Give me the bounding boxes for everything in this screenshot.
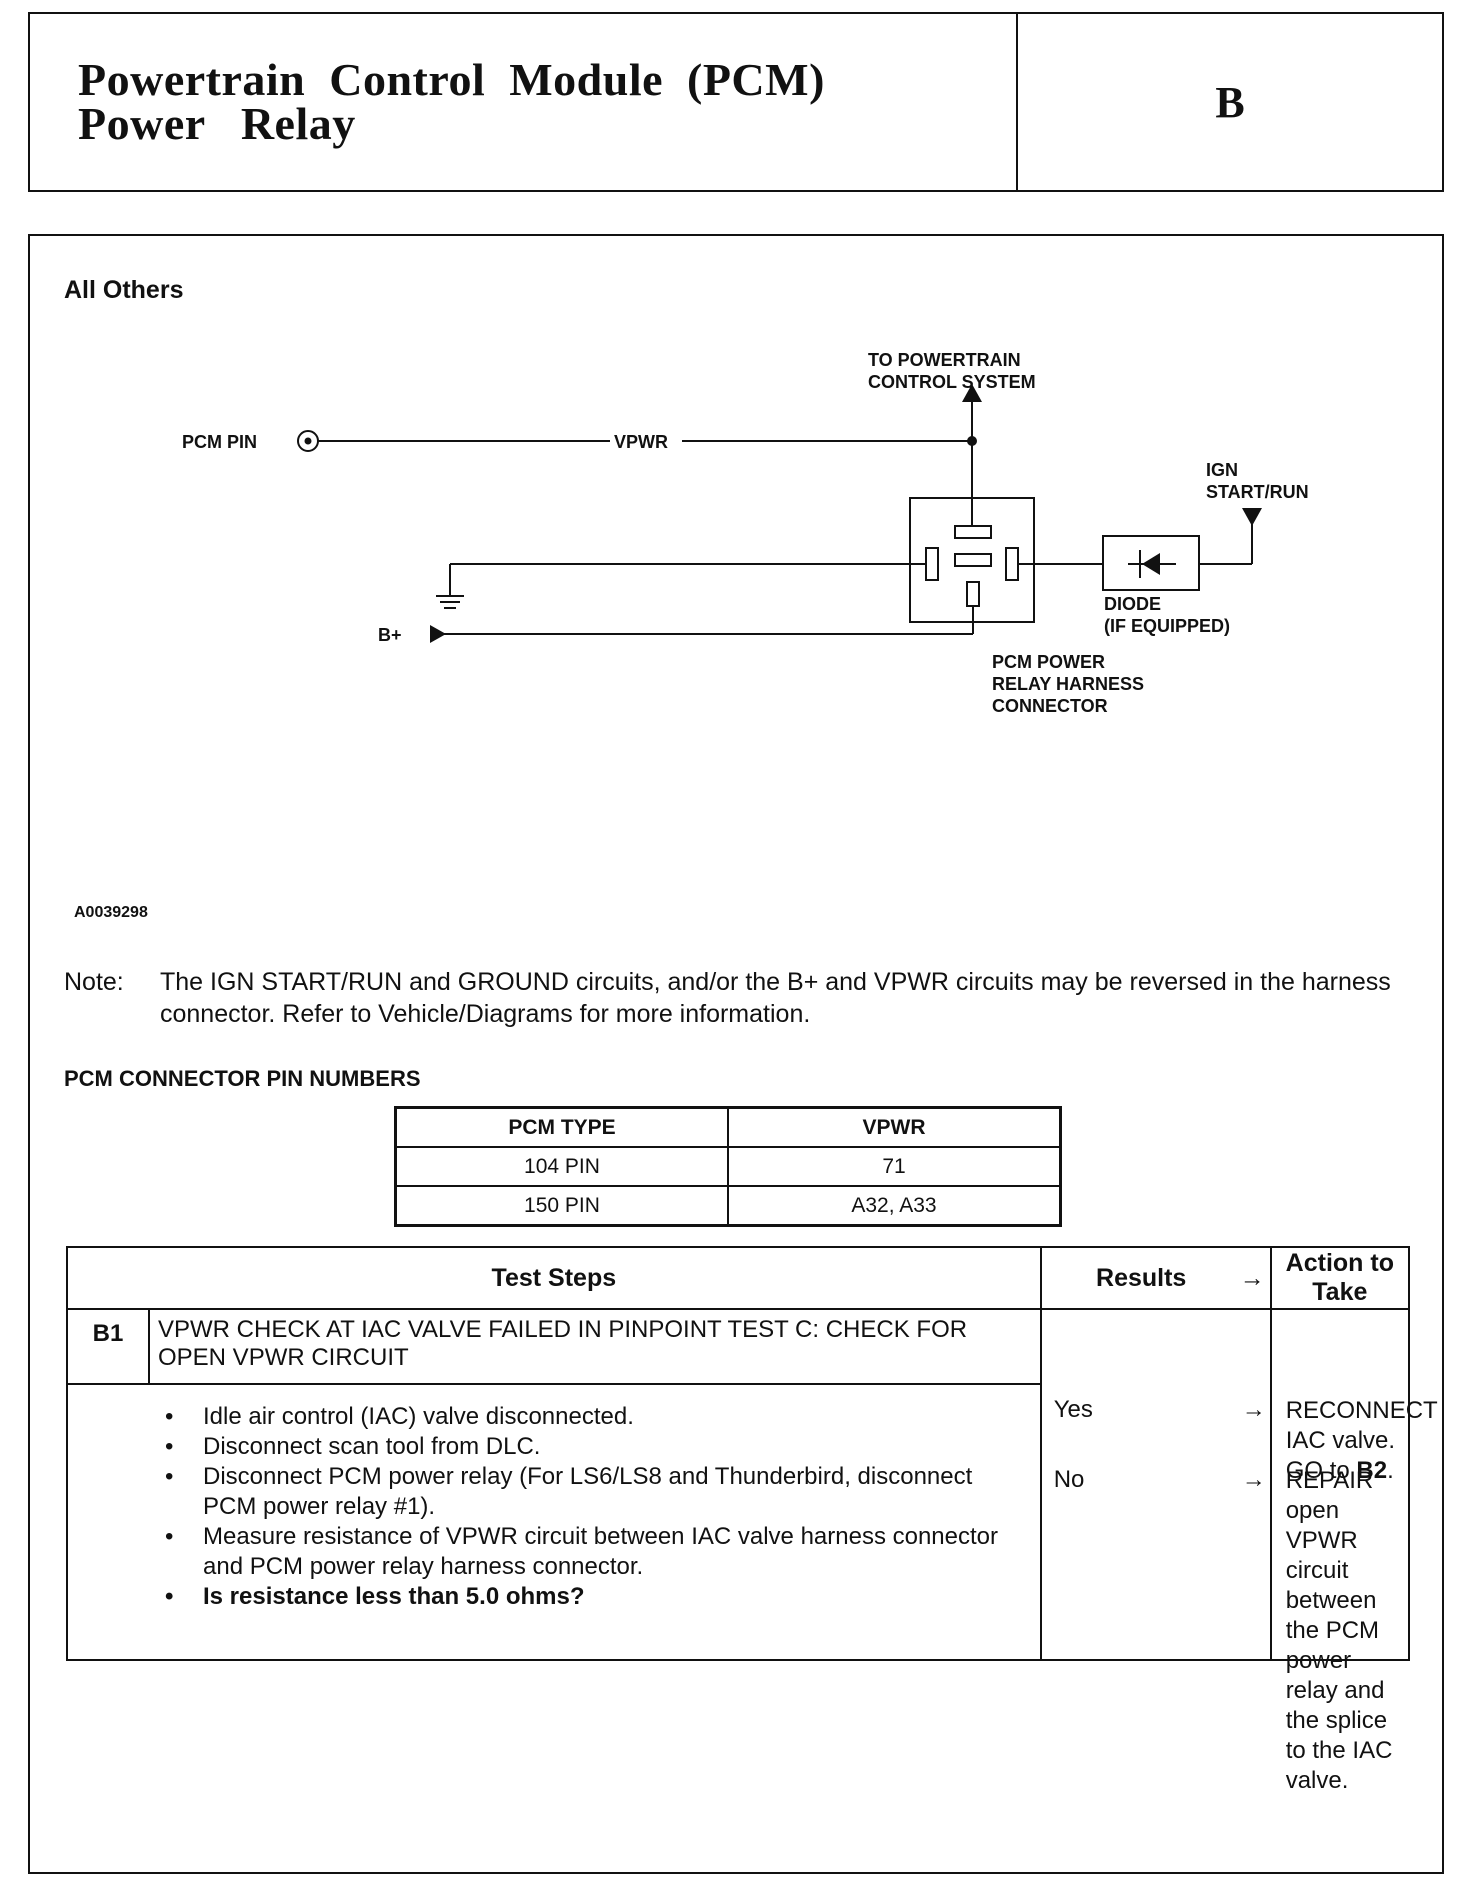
pin-cell: 104 PIN (394, 1146, 729, 1187)
label-if-equipped: (IF EQUIPPED) (1104, 616, 1230, 636)
label-diode: DIODE (1104, 594, 1161, 614)
action-yes: RECONNECT IAC valve. GO to B2. (1286, 1396, 1438, 1486)
header-test-steps: Test Steps (66, 1246, 1042, 1310)
diode-triangle-icon (1142, 553, 1160, 575)
label-to-powertrain: TO POWERTRAIN (868, 350, 1021, 370)
results-cell: Yes → No → (1039, 1308, 1272, 1661)
wiring-diagram: TO POWERTRAIN CONTROL SYSTEM PCM PIN VPW… (182, 350, 1309, 716)
label-relay-harness: RELAY HARNESS (992, 674, 1144, 694)
figure-id: A0039298 (74, 904, 148, 921)
title-cell: Powertrain Control Module (PCM) Power Re… (30, 14, 1018, 190)
label-ign: IGN (1206, 460, 1238, 480)
arrow-icon: → (1241, 1466, 1266, 1493)
list-item: Is resistance less than 5.0 ohms? (69, 1582, 1039, 1612)
step-title: VPWR CHECK AT IAC VALVE FAILED IN PINPOI… (148, 1308, 1042, 1385)
result-no: No (1053, 1466, 1085, 1493)
pin-cell: A32, A33 (727, 1185, 1062, 1227)
page-header: Powertrain Control Module (PCM) Power Re… (28, 12, 1444, 192)
up-arrow-icon (962, 384, 982, 402)
label-vpwr: VPWR (614, 432, 668, 452)
action-yes-text: RECONNECT IAC valve. GO to (1285, 1397, 1438, 1484)
pin-table-header: PCM TYPE VPWR (394, 1106, 1062, 1148)
arrow-icon: → (1241, 1396, 1266, 1423)
title-line-2: Power Relay (78, 98, 356, 149)
header-results: Results → (1039, 1246, 1272, 1310)
pin-cell: 71 (727, 1146, 1062, 1187)
list-item: Idle air control (IAC) valve disconnecte… (69, 1402, 1039, 1432)
action-yes-step: B2 (1356, 1457, 1388, 1484)
list-item: Disconnect scan tool from DLC. (69, 1432, 1039, 1462)
label-connector: CONNECTOR (992, 696, 1108, 716)
ign-arrow-icon (1242, 508, 1262, 526)
subheading: All Others (64, 276, 184, 304)
bplus-arrow-icon (430, 625, 446, 643)
pin-header-type: PCM TYPE (394, 1106, 729, 1148)
action-no: REPAIR open VPWR circuit between the PCM… (1285, 1467, 1393, 1794)
step-id: B1 (66, 1308, 150, 1385)
note-label: Note: (64, 968, 124, 996)
step-body-row: Idle air control (IAC) valve disconnecte… (66, 1383, 1409, 1661)
result-yes: Yes (1053, 1396, 1093, 1423)
test-steps-table: Test Steps Results → Action to Take B1 V… (66, 1246, 1437, 1794)
note-text: The IGN START/RUN and GROUND circuits, a… (160, 968, 1391, 1028)
header-results-label: Results (1096, 1263, 1187, 1292)
label-pcm-power: PCM POWER (992, 652, 1105, 672)
action-yes-tail: . (1387, 1457, 1394, 1484)
list-item: Disconnect PCM power relay (For LS6/LS8 … (69, 1462, 1039, 1522)
section-letter: B (1215, 77, 1245, 127)
step-body: Idle air control (IAC) valve disconnecte… (66, 1383, 1042, 1661)
arrow-icon: → (1239, 1263, 1265, 1292)
steps-header-row: Test Steps Results → Action to Take (66, 1246, 1411, 1310)
pin-numbers-heading: PCM CONNECTOR PIN NUMBERS (64, 1066, 421, 1091)
table-row: 104 PIN 71 (394, 1146, 1062, 1187)
header-action: Action to Take (1269, 1246, 1411, 1310)
label-control-system: CONTROL SYSTEM (868, 372, 1036, 392)
label-pcm-pin: PCM PIN (182, 432, 257, 452)
list-item: Measure resistance of VPWR circuit betwe… (69, 1522, 1039, 1582)
page-title: Powertrain Control Module (PCM) Power Re… (78, 54, 825, 149)
title-line-1: Powertrain Control Module (PCM) (78, 54, 825, 105)
table-row: 150 PIN A32, A33 (394, 1185, 1062, 1227)
label-bplus: B+ (378, 625, 402, 645)
pin-header-vpwr: VPWR (727, 1106, 1062, 1148)
content-panel: All Others (28, 234, 1444, 1874)
label-start-run: START/RUN (1206, 482, 1309, 502)
step-title-row: B1 VPWR CHECK AT IAC VALVE FAILED IN PIN… (66, 1308, 1437, 1794)
pin-table: PCM TYPE VPWR 104 PIN 71 150 PIN A32, A3… (394, 1106, 1062, 1227)
note: Note: The IGN START/RUN and GROUND circu… (64, 966, 1424, 1030)
pin-cell: 150 PIN (394, 1185, 729, 1227)
actions-cell: RECONNECT IAC valve. GO to B2. REPAIR op… (1269, 1308, 1438, 1794)
step-bullets: Idle air control (IAC) valve disconnecte… (69, 1386, 1039, 1616)
